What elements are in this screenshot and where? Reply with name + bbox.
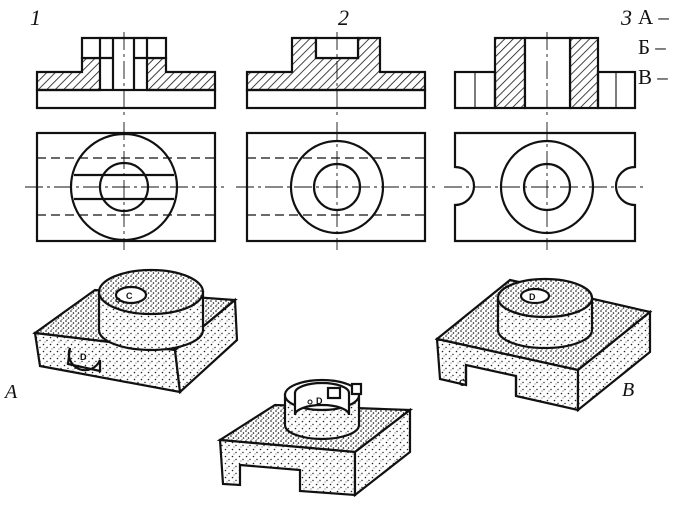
isometric-object-b: C D [434,277,653,413]
answer-key-b: Б – [638,35,666,59]
marker-c-side-b: C [459,378,466,388]
marker-d-center: D [316,396,323,406]
marker-c-top-a: C [126,291,133,301]
marker-d-top-b: D [529,292,536,302]
view-number-3: 3 [620,5,632,30]
plan-view-1 [25,122,226,250]
view-number-2: 2 [338,5,349,30]
section-view-2 [245,32,427,116]
object-label-a: A [3,381,18,403]
plan-view-2 [236,122,436,250]
view-number-1: 1 [30,5,41,30]
plan-view-3 [444,122,646,250]
section-view-3 [453,32,637,116]
object-label-b: B [622,379,634,401]
section-view-1 [35,32,217,116]
isometric-object-a: D C [32,268,239,395]
answer-key-v: В – [638,65,668,89]
marker-d-side-a: D [80,352,87,362]
answer-key-a: А – [638,5,669,29]
isometric-object-center: D [216,378,414,498]
